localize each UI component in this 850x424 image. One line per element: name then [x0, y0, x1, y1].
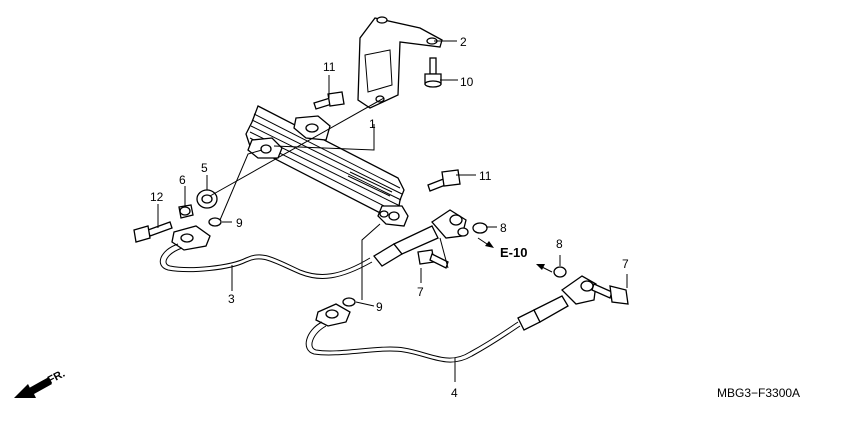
front-arrow-icon	[14, 377, 52, 398]
callout-4: 4	[451, 386, 458, 400]
bolt-7-left	[417, 249, 449, 269]
oil-pipe-b	[305, 275, 597, 363]
o-ring-upper	[208, 217, 222, 227]
callout-11-right: 11	[479, 169, 492, 183]
washer-lower	[553, 266, 567, 278]
bolt-7-right	[591, 283, 629, 305]
oil-pipe-a	[159, 209, 469, 279]
callout-8-lower: 8	[556, 237, 563, 251]
callout-7-left: 7	[417, 285, 424, 299]
grommet	[196, 189, 218, 209]
bracket	[357, 16, 443, 109]
callout-3: 3	[228, 292, 235, 306]
bolt-11-right	[427, 169, 461, 192]
callout-10: 10	[460, 75, 474, 89]
bolt-11-upper	[313, 91, 345, 110]
collar	[178, 204, 194, 219]
o-ring-lower	[342, 297, 356, 307]
diagram-code: MBG3−F3300A	[717, 386, 800, 400]
washer-upper	[472, 222, 488, 234]
callout-2: 2	[460, 35, 467, 49]
oil-cooler	[245, 105, 409, 227]
bolt-12	[133, 221, 173, 243]
front-label: FR.	[46, 368, 67, 387]
callout-9-lower: 9	[376, 300, 383, 314]
callout-8-upper: 8	[500, 221, 507, 235]
callout-7-right: 7	[622, 257, 629, 271]
reference-e10: E-10	[500, 245, 527, 260]
callout-12: 12	[150, 190, 164, 204]
callout-5: 5	[201, 161, 208, 175]
callout-11-upper: 11	[323, 60, 336, 74]
callout-9-upper: 9	[236, 216, 243, 230]
callout-6: 6	[179, 173, 186, 187]
bolt-10	[424, 57, 442, 88]
callout-1: 1	[369, 117, 376, 131]
